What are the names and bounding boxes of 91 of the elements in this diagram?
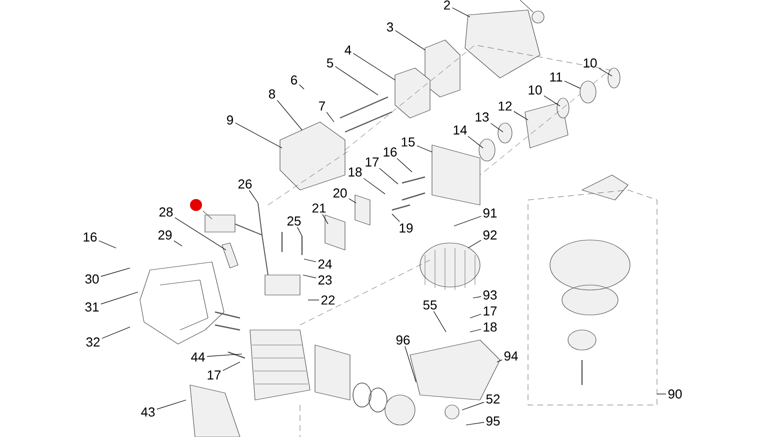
callout-number: 12 bbox=[498, 101, 512, 111]
leader-line bbox=[249, 190, 258, 204]
leader-line bbox=[395, 30, 426, 50]
callout-number: 92 bbox=[483, 230, 497, 240]
callout-number: 14 bbox=[454, 126, 467, 134]
callout-number: 52 bbox=[486, 394, 500, 404]
leader-line bbox=[392, 214, 400, 222]
callout-number: 96 bbox=[396, 335, 410, 345]
leader-line bbox=[276, 100, 302, 130]
leader-line bbox=[326, 112, 334, 122]
leader-line bbox=[335, 66, 378, 96]
leader-line bbox=[433, 310, 446, 332]
leader-line bbox=[470, 314, 482, 318]
leader-line bbox=[222, 362, 240, 371]
leader-line bbox=[102, 326, 130, 339]
callout-number: 43 bbox=[141, 407, 155, 417]
leader-line bbox=[496, 360, 502, 362]
leader-line bbox=[379, 168, 398, 184]
callout-number: 24 bbox=[318, 259, 332, 269]
callout-number: 18 bbox=[484, 322, 497, 332]
leader-line bbox=[304, 258, 316, 262]
callout-number: 95 bbox=[486, 416, 500, 426]
leader-line bbox=[100, 268, 130, 277]
leader-line bbox=[156, 400, 186, 410]
leader-line bbox=[468, 136, 484, 148]
callout-number: 5 bbox=[326, 58, 334, 68]
callout-number: 29 bbox=[158, 230, 172, 240]
callout-number: 10 bbox=[528, 85, 542, 95]
leader-line bbox=[462, 402, 484, 410]
callout-number: 23 bbox=[318, 275, 332, 285]
callout-number: 90 bbox=[668, 389, 682, 399]
leader-line bbox=[470, 328, 482, 332]
callout-number: 21 bbox=[312, 203, 326, 213]
leader-line bbox=[514, 111, 528, 120]
leader-line bbox=[174, 240, 182, 246]
leader-line bbox=[404, 346, 416, 382]
leader-line bbox=[472, 296, 482, 298]
callout-number: 26 bbox=[238, 179, 252, 189]
callout-number: 32 bbox=[86, 337, 100, 347]
leader-line bbox=[396, 158, 412, 172]
callout-number: 93 bbox=[483, 290, 497, 300]
leader-line bbox=[598, 68, 612, 76]
leader-line bbox=[452, 7, 470, 18]
gasket bbox=[580, 80, 596, 104]
callout-number: 2 bbox=[444, 0, 450, 10]
leader-line bbox=[416, 145, 432, 152]
callout-number: 17 bbox=[366, 158, 379, 166]
leader-line bbox=[490, 123, 504, 132]
leader-line bbox=[348, 198, 356, 204]
callout-number: 9 bbox=[227, 115, 233, 125]
callout-number: 15 bbox=[402, 137, 415, 147]
leader-line bbox=[454, 216, 482, 226]
callout-number: 10 bbox=[584, 58, 597, 68]
callout-number: 28 bbox=[159, 207, 173, 217]
callout-number: 94 bbox=[504, 351, 518, 361]
callout-number: 17 bbox=[208, 370, 221, 380]
callout-number: 44 bbox=[191, 352, 205, 362]
leader-line bbox=[235, 122, 282, 148]
leader-line bbox=[353, 53, 396, 80]
leader-line bbox=[174, 217, 226, 250]
callout-number: 55 bbox=[423, 300, 437, 310]
callout-number: 11 bbox=[550, 72, 562, 82]
callout-number: 20 bbox=[333, 188, 347, 198]
leader-line bbox=[544, 95, 560, 106]
callout-number: 91 bbox=[483, 208, 497, 218]
callout-number: 8 bbox=[268, 89, 276, 99]
callout-number: 16 bbox=[384, 147, 397, 157]
callout-number: 4 bbox=[344, 46, 352, 54]
leader-line bbox=[206, 354, 242, 357]
callout-number: 13 bbox=[476, 112, 489, 122]
leader-line bbox=[363, 178, 386, 194]
callout-number: 3 bbox=[386, 22, 394, 32]
leader-line bbox=[564, 80, 580, 89]
leader-line bbox=[468, 240, 482, 248]
leader-line bbox=[466, 422, 484, 426]
callout-number: 7 bbox=[319, 102, 325, 110]
leader-line bbox=[302, 274, 316, 278]
leader-line bbox=[299, 84, 304, 90]
leader-line bbox=[297, 227, 302, 236]
leader-line bbox=[322, 214, 328, 224]
callout-number: 6 bbox=[291, 75, 298, 85]
callout-number: 17 bbox=[484, 306, 497, 316]
callout-number: 22 bbox=[321, 295, 335, 305]
callout-number: 31 bbox=[85, 302, 99, 312]
callout-number: 19 bbox=[400, 223, 413, 233]
callout-number: 25 bbox=[287, 216, 301, 226]
callout-number: 18 bbox=[348, 167, 362, 177]
leader-line bbox=[98, 240, 116, 248]
callout-number: 30 bbox=[85, 274, 99, 284]
leader-line bbox=[100, 292, 138, 304]
callout-number: 16 bbox=[84, 232, 97, 242]
